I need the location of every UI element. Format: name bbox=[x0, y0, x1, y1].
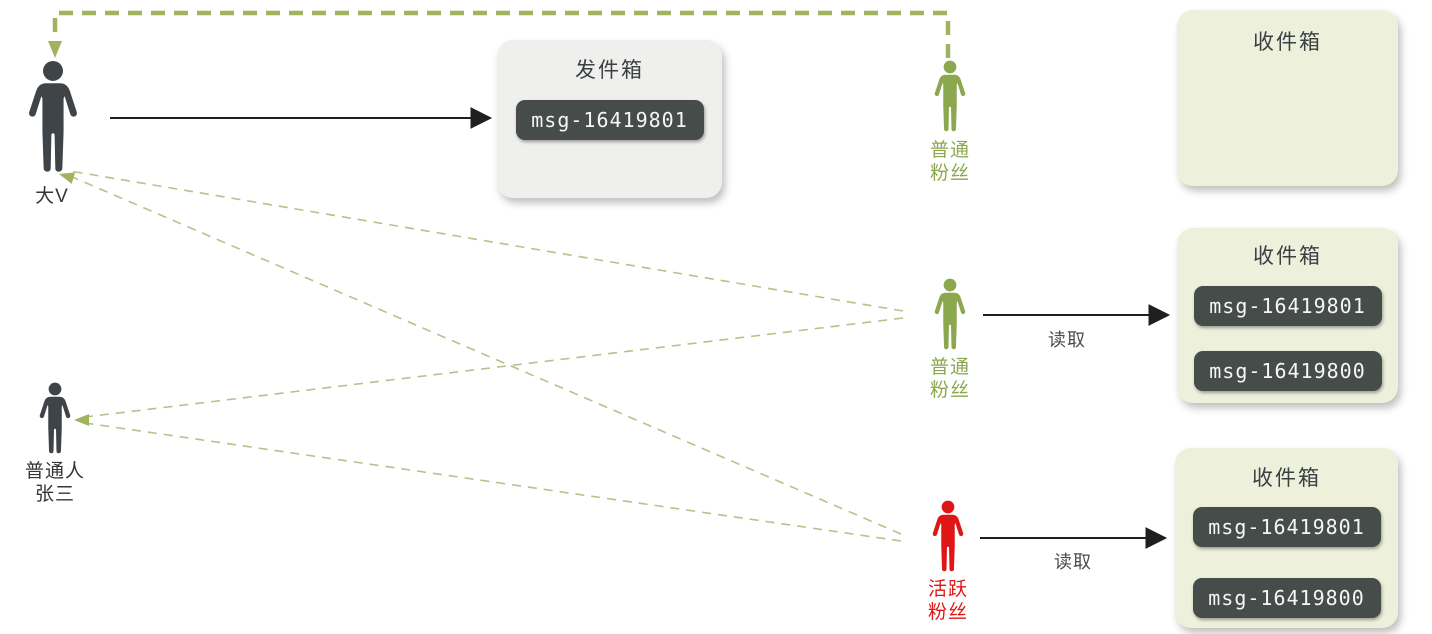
zhang-san-label-line1: 普通人 bbox=[24, 461, 85, 482]
follow-edge-topfan-to-bigv bbox=[52, 10, 951, 58]
follow-arrowhead-at-zhangsan bbox=[74, 414, 89, 426]
inbox-bottom-message-pill: msg-16419801 bbox=[1192, 507, 1381, 547]
follow-edge-activefan-to-bigv bbox=[69, 175, 902, 535]
inbox-top-title: 收件箱 bbox=[1253, 31, 1322, 54]
inbox-middle-message-pill: msg-16419800 bbox=[1193, 351, 1382, 391]
ordinary-fan-middle-label-line2: 粉丝 bbox=[929, 380, 970, 401]
follow-edge-midfan-to-zhangsan bbox=[84, 317, 904, 418]
read-label-bottom: 读取 bbox=[1054, 552, 1092, 572]
read-label-middle: 读取 bbox=[1048, 330, 1086, 350]
follow-arrowhead-at-bigv-head bbox=[48, 41, 62, 58]
outbox-card: 发件箱 msg-16419801 bbox=[497, 40, 722, 198]
zhang-san-label-line2: 张三 bbox=[34, 484, 75, 505]
inbox-middle-title: 收件箱 bbox=[1253, 245, 1322, 268]
inbox-card-top: 收件箱 bbox=[1177, 10, 1398, 186]
zhang-san-label: 普通人 张三 bbox=[10, 460, 100, 506]
inbox-bottom-message-pill: msg-16419800 bbox=[1192, 578, 1381, 618]
ordinary-fan-top-label-line1: 普通 bbox=[929, 140, 970, 161]
outbox-message-pill: msg-16419801 bbox=[515, 100, 704, 140]
follow-edge-midfan-to-bigv bbox=[69, 170, 904, 312]
ordinary-fan-middle-label-line1: 普通 bbox=[929, 357, 970, 378]
active-fan-label-line1: 活跃 bbox=[927, 579, 968, 600]
ordinary-fan-top-label: 普通 粉丝 bbox=[922, 139, 978, 185]
ordinary-fan-top-person-icon bbox=[930, 60, 970, 134]
active-fan-person-icon bbox=[928, 500, 968, 574]
follow-arrowhead-at-bigv-feet bbox=[59, 172, 76, 184]
inbox-card-middle: 收件箱 msg-16419801 msg-16419800 bbox=[1177, 228, 1398, 403]
active-fan-label: 活跃 粉丝 bbox=[920, 578, 976, 624]
outbox-title: 发件箱 bbox=[575, 59, 644, 82]
big-v-label: 大V bbox=[35, 186, 69, 207]
ordinary-fan-top-label-line2: 粉丝 bbox=[929, 163, 970, 184]
inbox-bottom-title: 收件箱 bbox=[1252, 467, 1321, 490]
big-v-person-icon bbox=[22, 60, 84, 176]
zhang-san-person-icon bbox=[35, 382, 75, 456]
ordinary-fan-middle-person-icon bbox=[930, 278, 970, 352]
inbox-middle-message-pill: msg-16419801 bbox=[1193, 286, 1382, 326]
active-fan-label-line2: 粉丝 bbox=[927, 602, 968, 623]
inbox-card-bottom: 收件箱 msg-16419801 msg-16419800 bbox=[1175, 448, 1398, 628]
ordinary-fan-middle-label: 普通 粉丝 bbox=[922, 356, 978, 402]
